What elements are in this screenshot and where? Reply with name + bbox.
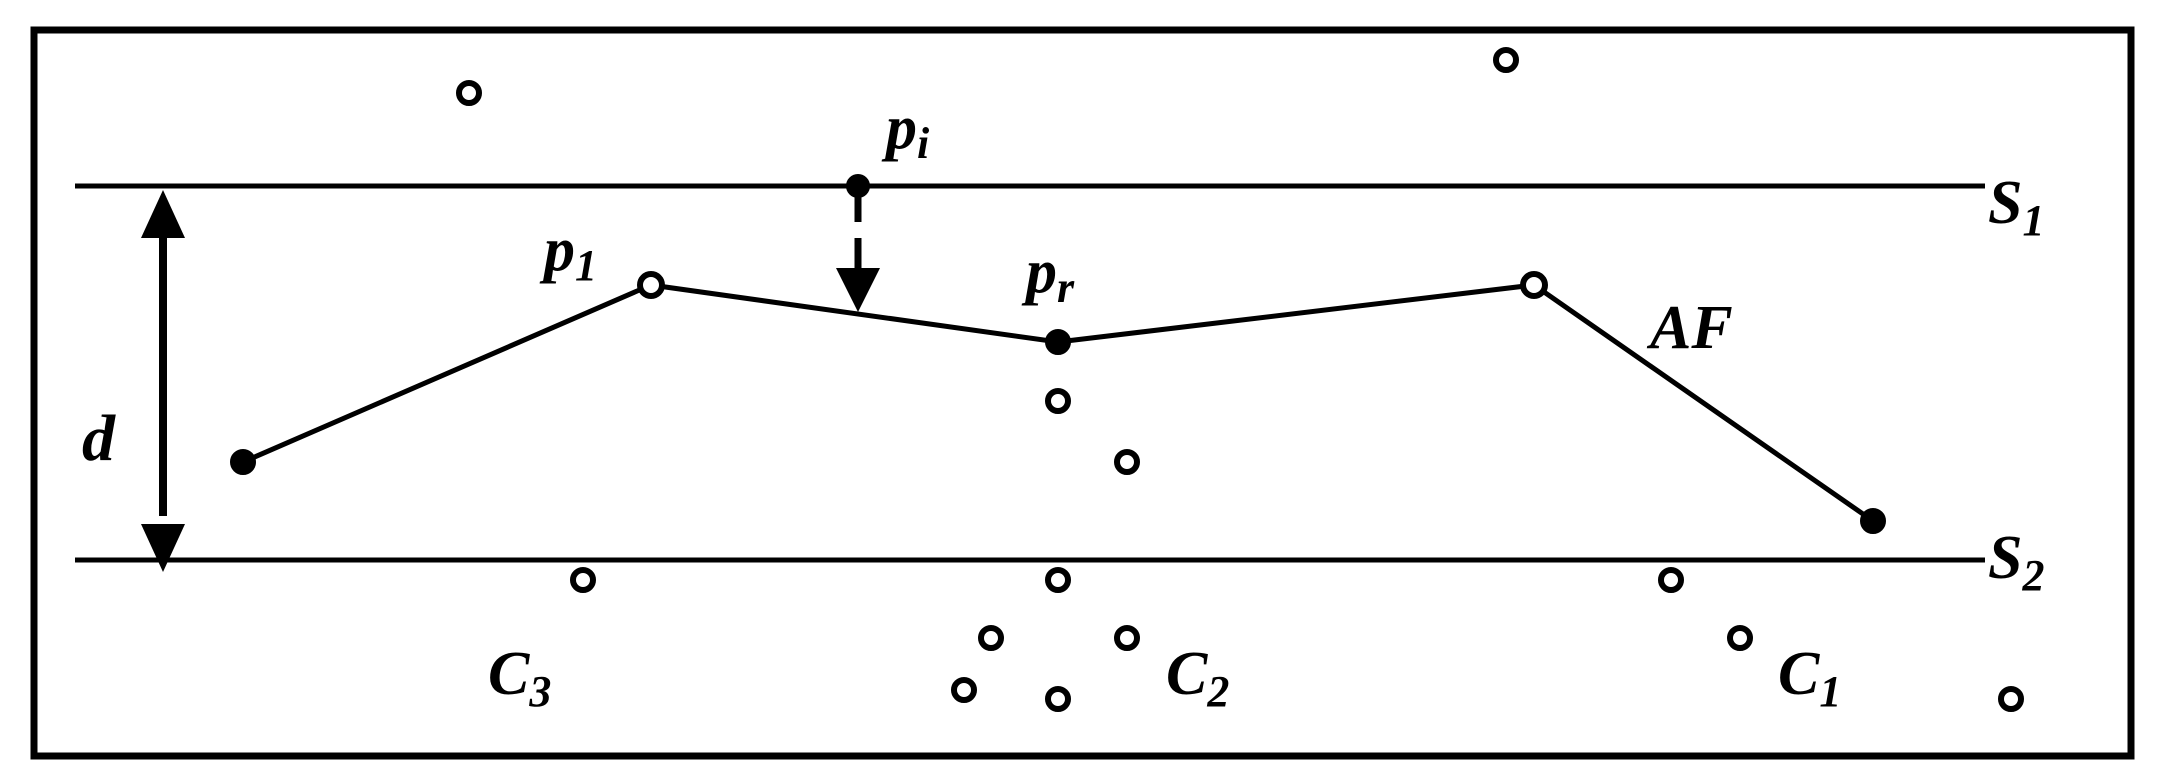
- vertex-end: [1860, 508, 1886, 534]
- scatter-point: [456, 80, 482, 106]
- scatter-point: [1493, 47, 1519, 73]
- label-af: AF: [1646, 294, 1733, 362]
- distance-arrow: [141, 190, 185, 572]
- label-d: d: [82, 402, 116, 475]
- label-c2: C2: [1166, 640, 1229, 716]
- point-pi-projection: [836, 174, 880, 312]
- vertex-pr: [1045, 329, 1071, 355]
- scatter-point: [1045, 686, 1071, 712]
- scatter-point: [978, 625, 1004, 651]
- scatter-point: [1658, 567, 1684, 593]
- scatter-point: [1727, 625, 1753, 651]
- label-s1: S1: [1988, 169, 2044, 245]
- scatter-point: [1998, 686, 2024, 712]
- label-c1: C1: [1778, 640, 1841, 716]
- label-p1: p1: [539, 216, 597, 290]
- polyline-vertices: [230, 271, 1886, 534]
- scatter-point: [1114, 449, 1140, 475]
- scatter-point: [951, 677, 977, 703]
- label-c3: C3: [488, 640, 551, 716]
- point-pi: [846, 174, 870, 198]
- scatter-point: [1045, 567, 1071, 593]
- diagram-frame: [30, 26, 2135, 760]
- vertex-start: [230, 449, 256, 475]
- vertex-fourth: [1520, 271, 1548, 299]
- scatter-point: [1045, 388, 1071, 414]
- label-pr: pr: [1021, 238, 1075, 312]
- scatter-point: [1114, 625, 1140, 651]
- scatter-points: [456, 47, 2024, 712]
- label-pi: pi: [881, 94, 930, 168]
- vertex-p1: [637, 271, 665, 299]
- scatter-point: [570, 567, 596, 593]
- label-s2: S2: [1988, 524, 2044, 600]
